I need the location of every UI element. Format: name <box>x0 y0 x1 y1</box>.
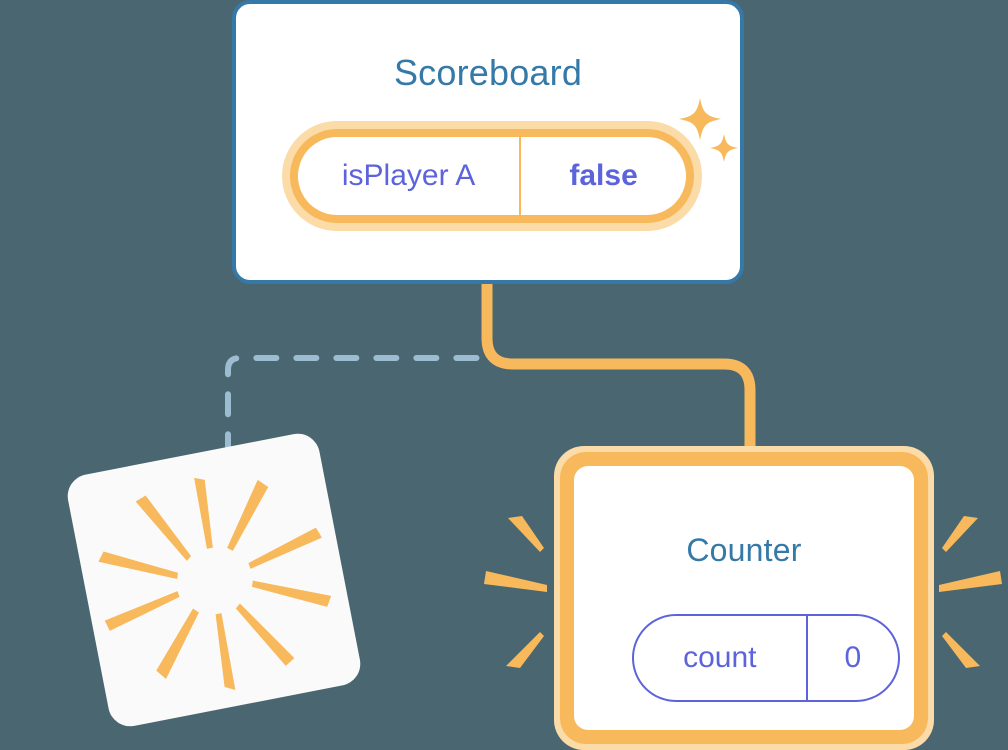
ray-left-bottom <box>506 632 544 668</box>
counter-prop-key: count <box>683 641 757 674</box>
scoreboard-title: Scoreboard <box>393 52 583 93</box>
pill-ring: isPlayer A false <box>290 129 694 223</box>
ray-right-bottom <box>942 632 980 668</box>
counter-card-body: Counter count 0 <box>574 466 914 730</box>
scoreboard-card[interactable]: Scoreboard isPlayer A false <box>232 0 744 284</box>
counter-card[interactable]: Counter count 0 <box>554 446 934 750</box>
burst-card[interactable] <box>63 429 365 731</box>
ray-right-top <box>942 516 978 552</box>
burst-ray-2 <box>227 479 269 551</box>
scoreboard-prop-key: isPlayer A <box>341 159 476 192</box>
counter-rays-left <box>484 516 547 668</box>
burst-ray-9 <box>98 551 178 580</box>
scoreboard-prop-pill[interactable]: isPlayer A false <box>282 121 702 231</box>
burst-ray-6 <box>215 613 236 690</box>
sparkle-large-icon <box>679 98 721 140</box>
burst-ray-5 <box>235 603 295 666</box>
ray-left-middle <box>484 571 547 592</box>
counter-rays-right <box>939 516 1002 668</box>
burst-ray-1 <box>194 477 213 549</box>
connector-scoreboard-to-burst-card <box>225 281 490 465</box>
scoreboard-prop-value: false <box>519 137 686 215</box>
ray-left-top <box>508 516 544 552</box>
counter-prop-pill[interactable]: count 0 <box>632 614 900 702</box>
burst-ray-3 <box>248 527 322 569</box>
burst-rays-group <box>98 477 332 690</box>
burst-ray-8 <box>104 591 180 631</box>
burst-ray-4 <box>252 580 332 607</box>
burst-ray-7 <box>156 608 199 679</box>
ray-right-middle <box>939 571 1002 592</box>
counter-prop-value: 0 <box>805 616 898 700</box>
sparkle-small-icon <box>710 134 738 162</box>
burst-ray-10 <box>135 495 191 561</box>
pill-inner: isPlayer A false <box>298 137 686 215</box>
counter-title: Counter <box>686 532 802 568</box>
connector-scoreboard-to-counter <box>481 274 756 476</box>
sparkle-group <box>679 98 738 162</box>
